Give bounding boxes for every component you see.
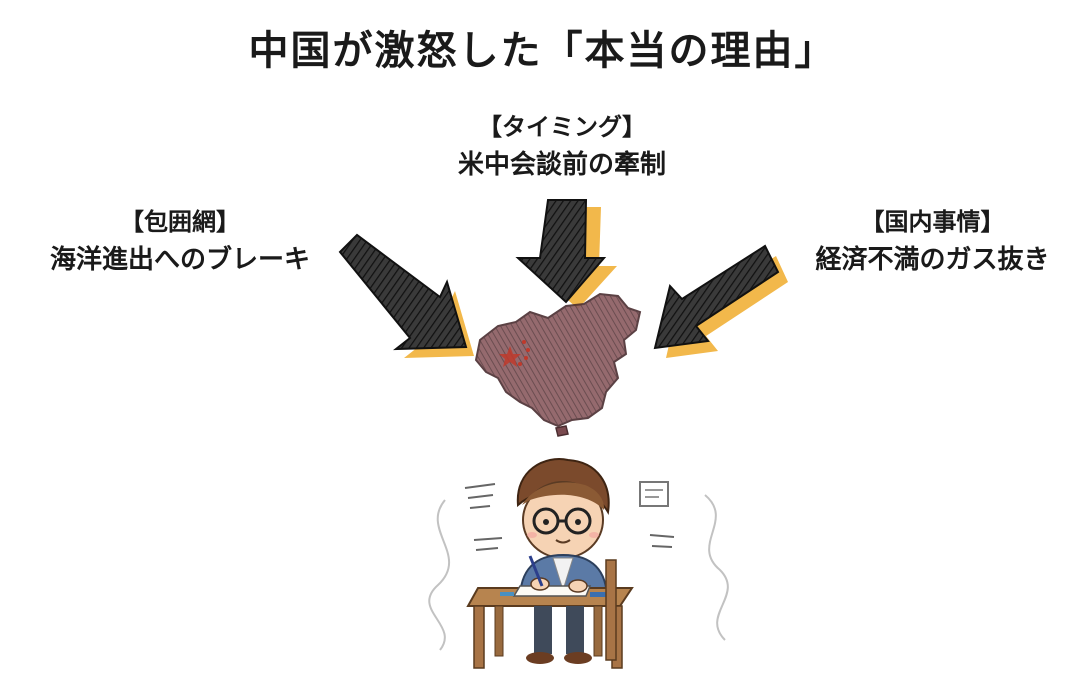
china-map-icon [474, 292, 642, 437]
factor-timing-detail: 米中会談前の牽制 [457, 150, 666, 180]
factor-encirclement-detail: 海洋進出へのブレーキ [49, 245, 310, 275]
factor-domestic: 【国内事情】 経済不満のガス抜き [780, 203, 1085, 279]
factor-encirclement-heading: 【包囲網】 [120, 208, 240, 236]
factor-timing-heading: 【タイミング】 [478, 113, 646, 141]
arrow-down-icon [515, 199, 617, 309]
arrow-left-down-icon [653, 244, 788, 358]
factor-encirclement: 【包囲網】 海洋進出へのブレーキ [10, 203, 350, 279]
person-writing-icon [428, 458, 729, 669]
factor-domestic-heading: 【国内事情】 [860, 208, 1005, 236]
page-title: 中国が激怒した「本当の理由」 [248, 28, 837, 74]
arrow-right-down-icon [338, 233, 474, 358]
factor-timing: 【タイミング】 米中会談前の牽制 [392, 108, 732, 184]
factor-domestic-detail: 経済不満のガス抜き [815, 245, 1050, 275]
